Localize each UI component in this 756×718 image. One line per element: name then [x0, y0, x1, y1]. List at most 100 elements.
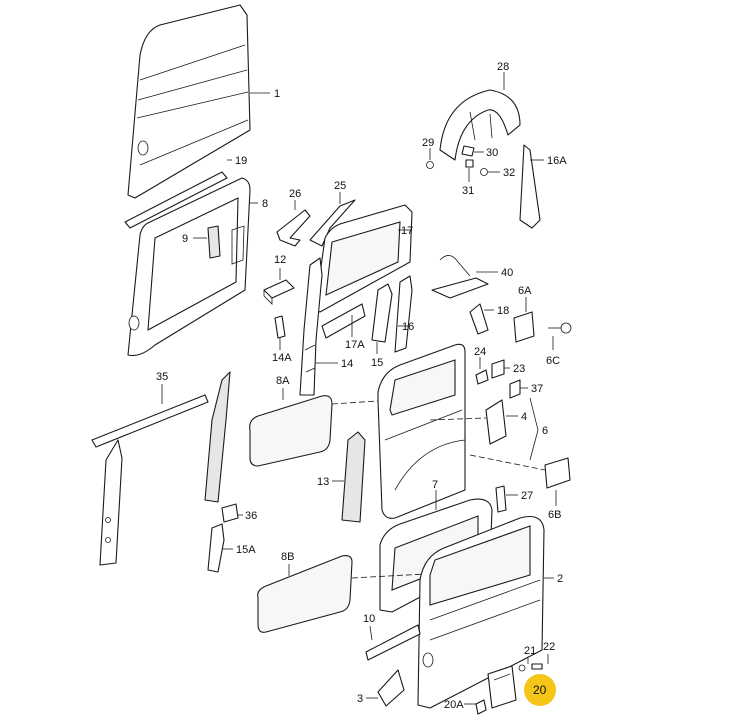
part-17a-reinforcement[interactable] — [321, 303, 366, 339]
part-6b-callout: 6B — [469, 454, 561, 521]
part-20a-cap[interactable] — [475, 699, 487, 715]
part-18-trim-piece[interactable] — [469, 303, 489, 335]
part-13-sill-insert[interactable] — [341, 431, 366, 523]
callout-label-40: 40 — [501, 267, 513, 279]
part-26-gusset[interactable] — [276, 209, 311, 247]
callout-label-19: 19 — [235, 155, 247, 167]
part-40-handle-bracket[interactable] — [431, 255, 489, 299]
callout-label-7: 7 — [432, 479, 438, 491]
callout-label-37: 37 — [531, 383, 543, 395]
part-17a-callout: 17A — [345, 315, 365, 351]
callout-label-23: 23 — [513, 363, 525, 375]
part-1-upper-side-panel[interactable] — [127, 4, 251, 199]
callout-label-36: 36 — [245, 510, 257, 522]
part-28-wheel-arch-liner[interactable] — [439, 89, 521, 161]
part-2-sliding-door[interactable] — [417, 515, 545, 709]
callout-label-13: 13 — [317, 476, 329, 488]
part-26-callout: 26 — [289, 188, 301, 210]
part-6a-cover[interactable] — [513, 311, 535, 343]
part-21-callout: 21 — [524, 645, 536, 664]
callout-label-26: 26 — [289, 188, 301, 200]
part-40-callout: 40 — [476, 267, 513, 279]
rear-quarter-panel[interactable] — [377, 343, 466, 519]
part-14-callout: 14 — [316, 358, 353, 370]
callout-label-32: 32 — [503, 167, 515, 179]
part-29-screw[interactable] — [426, 161, 434, 169]
callout-label-14a: 14A — [272, 352, 292, 364]
callout-label-9: 9 — [182, 233, 188, 245]
highlight-marker-20 — [524, 674, 556, 706]
callout-label-35: 35 — [156, 371, 168, 383]
callout-label-2: 2 — [557, 573, 563, 585]
part-17-window-frame[interactable] — [314, 204, 413, 313]
part-31-nut[interactable] — [465, 159, 474, 168]
part-14a-callout: 14A — [272, 338, 292, 364]
callout-label-8: 8 — [262, 198, 268, 210]
part-4-callout: 4 — [506, 411, 527, 423]
part-8a-window-glass[interactable] — [249, 395, 333, 467]
part-24-clip[interactable] — [475, 369, 489, 385]
part-16a-callout: 16A — [530, 155, 567, 167]
part-31-callout: 31 — [462, 168, 474, 197]
part-16-pillar-channel[interactable] — [394, 275, 413, 353]
callout-label-15a: 15A — [236, 544, 256, 556]
part-25-callout: 25 — [334, 180, 346, 204]
callout-label-8a: 8A — [276, 375, 290, 387]
part-36-plate[interactable] — [204, 371, 239, 523]
part-14-pillar[interactable] — [299, 257, 323, 396]
part-3-roller-carrier[interactable] — [377, 669, 405, 707]
part-15-pillar-insert[interactable] — [371, 283, 393, 343]
part-20-callout: 20 — [524, 674, 556, 706]
part-15a-lower-pillar[interactable] — [207, 523, 225, 573]
part-12-callout: 12 — [274, 254, 286, 280]
part-6b-fuel-flap[interactable] — [544, 457, 571, 489]
part-13-callout: 13 — [317, 476, 344, 488]
callout-label-10: 10 — [363, 613, 375, 625]
part-10-lower-rail[interactable] — [365, 624, 421, 661]
part-32-bolt[interactable] — [480, 168, 488, 176]
callout-label-29: 29 — [422, 137, 434, 149]
part-25-gusset[interactable] — [309, 199, 356, 247]
part-27-handle[interactable] — [495, 485, 507, 513]
part-8-callout: 8 — [250, 198, 268, 210]
part-8-inner-side-frame[interactable] — [127, 177, 251, 357]
part-21-washer[interactable] — [518, 664, 526, 672]
part-12-bracket[interactable] — [263, 279, 295, 305]
part-20a-callout: 20A — [444, 699, 476, 711]
part-35-side-rail[interactable] — [91, 394, 209, 566]
part-6c-screw[interactable] — [548, 322, 572, 334]
part-8b-door-glass[interactable] — [257, 555, 353, 633]
callout-label-3: 3 — [357, 693, 363, 705]
callout-label-14: 14 — [341, 358, 353, 370]
part-30-clip[interactable] — [461, 145, 475, 157]
callout-label-25: 25 — [334, 180, 346, 192]
part-23-latch[interactable] — [491, 359, 505, 379]
part-22-bolt[interactable] — [531, 663, 543, 670]
part-16a-rear-pillar-strip[interactable] — [519, 144, 541, 229]
part-9-callout: 9 — [182, 233, 207, 245]
part-20-bracket[interactable] — [487, 665, 517, 709]
part-10-callout: 10 — [363, 613, 375, 641]
callout-label-4: 4 — [521, 411, 527, 423]
callout-label-20: 20 — [533, 683, 547, 697]
part-17-callout: 17 — [398, 225, 413, 237]
part-9-bracket[interactable] — [207, 225, 221, 259]
callout-label-27: 27 — [521, 490, 533, 502]
callout-label-24: 24 — [474, 346, 486, 358]
callout-label-17: 17 — [401, 225, 413, 237]
callout-label-1: 1 — [274, 88, 280, 100]
callout-label-21: 21 — [524, 645, 536, 657]
part-4-guide-bracket[interactable] — [485, 399, 507, 445]
callout-label-16a: 16A — [547, 155, 567, 167]
callout-label-18: 18 — [497, 305, 509, 317]
part-19-trim-strip[interactable] — [124, 171, 228, 229]
part-37-striker[interactable] — [509, 379, 521, 399]
part-14a-clip[interactable] — [274, 315, 286, 339]
part-15-callout: 15 — [371, 342, 383, 369]
callout-label-12: 12 — [274, 254, 286, 266]
callout-label-6b: 6B — [548, 509, 561, 521]
callout-label-20a: 20A — [444, 699, 464, 711]
callout-label-17a: 17A — [345, 339, 365, 351]
